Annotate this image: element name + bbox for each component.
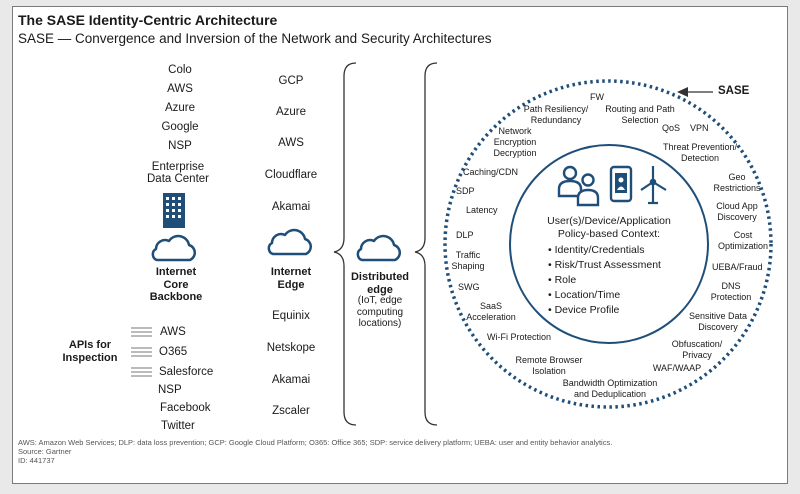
sase-capability: DLP — [456, 230, 474, 240]
core-item: NSP — [168, 140, 192, 152]
api-item: Twitter — [161, 420, 195, 432]
core-item: Google — [161, 121, 199, 133]
edge-item: Netskope — [266, 342, 316, 354]
sase-capability: SDP — [456, 186, 475, 196]
sase-capability: Latency — [466, 205, 498, 215]
api-item: NSP — [158, 384, 182, 396]
sase-capability: VPN — [690, 123, 709, 133]
bullet-item: • Location/Time — [548, 289, 621, 301]
sase-outer-circle — [443, 79, 773, 409]
figure-frame — [12, 6, 788, 484]
api-item: Facebook — [160, 402, 211, 414]
edge-item: AWS — [278, 137, 304, 149]
sase-capability: WAF/WAAP — [652, 363, 702, 373]
bullet-item: • Device Profile — [548, 304, 620, 316]
edge-item: Equinix — [272, 310, 310, 322]
core-cloud-icon — [151, 234, 197, 262]
core-item: AWS — [167, 83, 193, 95]
footer-id: ID: 441737 — [18, 456, 55, 465]
bullet-item: • Identity/Credentials — [548, 244, 645, 256]
edge-item: Cloudflare — [264, 169, 318, 181]
building-icon — [163, 193, 185, 228]
footer-source: Source: Gartner — [18, 447, 72, 456]
edge-item: Azure — [275, 106, 307, 118]
distributed-cloud-icon — [356, 234, 402, 262]
sase-capability: UEBA/Fraud — [712, 262, 763, 272]
bullet-item: • Risk/Trust Assessment — [548, 259, 661, 271]
users-icon — [557, 165, 600, 207]
edge-cloud-icon — [267, 228, 313, 256]
core-item: Colo — [168, 64, 192, 76]
api-item: O365 — [159, 346, 188, 358]
page-title: The SASE Identity-Centric Architecture — [18, 12, 278, 28]
edge-item: Akamai — [271, 201, 311, 213]
sase-inner-circle — [509, 144, 709, 344]
bullet-item: • Role — [548, 274, 577, 286]
sase-capability: QoS — [662, 123, 681, 133]
device-icon — [609, 165, 633, 203]
sase-arrow-icon — [677, 87, 713, 97]
core-item: Azure — [164, 102, 196, 114]
sase-capability: SWG — [458, 282, 480, 292]
page-subtitle: SASE — Convergence and Inversion of the … — [18, 31, 492, 46]
footer-abbreviations: AWS: Amazon Web Services; DLP: data loss… — [18, 438, 613, 447]
sase-label: SASE — [718, 85, 750, 97]
sase-capability: Obfuscation/Privacy — [671, 339, 723, 360]
sase-capability: Path Resiliency/Redundancy — [523, 104, 589, 125]
left-brace — [333, 62, 357, 426]
edge-item: GCP — [278, 75, 304, 87]
right-brace — [414, 62, 438, 426]
api-item: Salesforce — [159, 366, 214, 378]
api-list-icon — [131, 327, 152, 377]
sase-capability: Wi-Fi Protection — [486, 332, 552, 342]
edge-item: Zscaler — [272, 405, 310, 417]
iot-turbine-icon — [640, 166, 667, 205]
sase-capability: Caching/CDN — [463, 167, 519, 177]
api-item: AWS — [160, 326, 186, 338]
sase-capability: Threat Prevention/Detection — [662, 142, 738, 163]
sase-inner-bullets: • Identity/Credentials • Risk/Trust Asse… — [548, 243, 661, 318]
edge-item: Akamai — [271, 374, 311, 386]
sase-capability: FW — [590, 92, 604, 102]
